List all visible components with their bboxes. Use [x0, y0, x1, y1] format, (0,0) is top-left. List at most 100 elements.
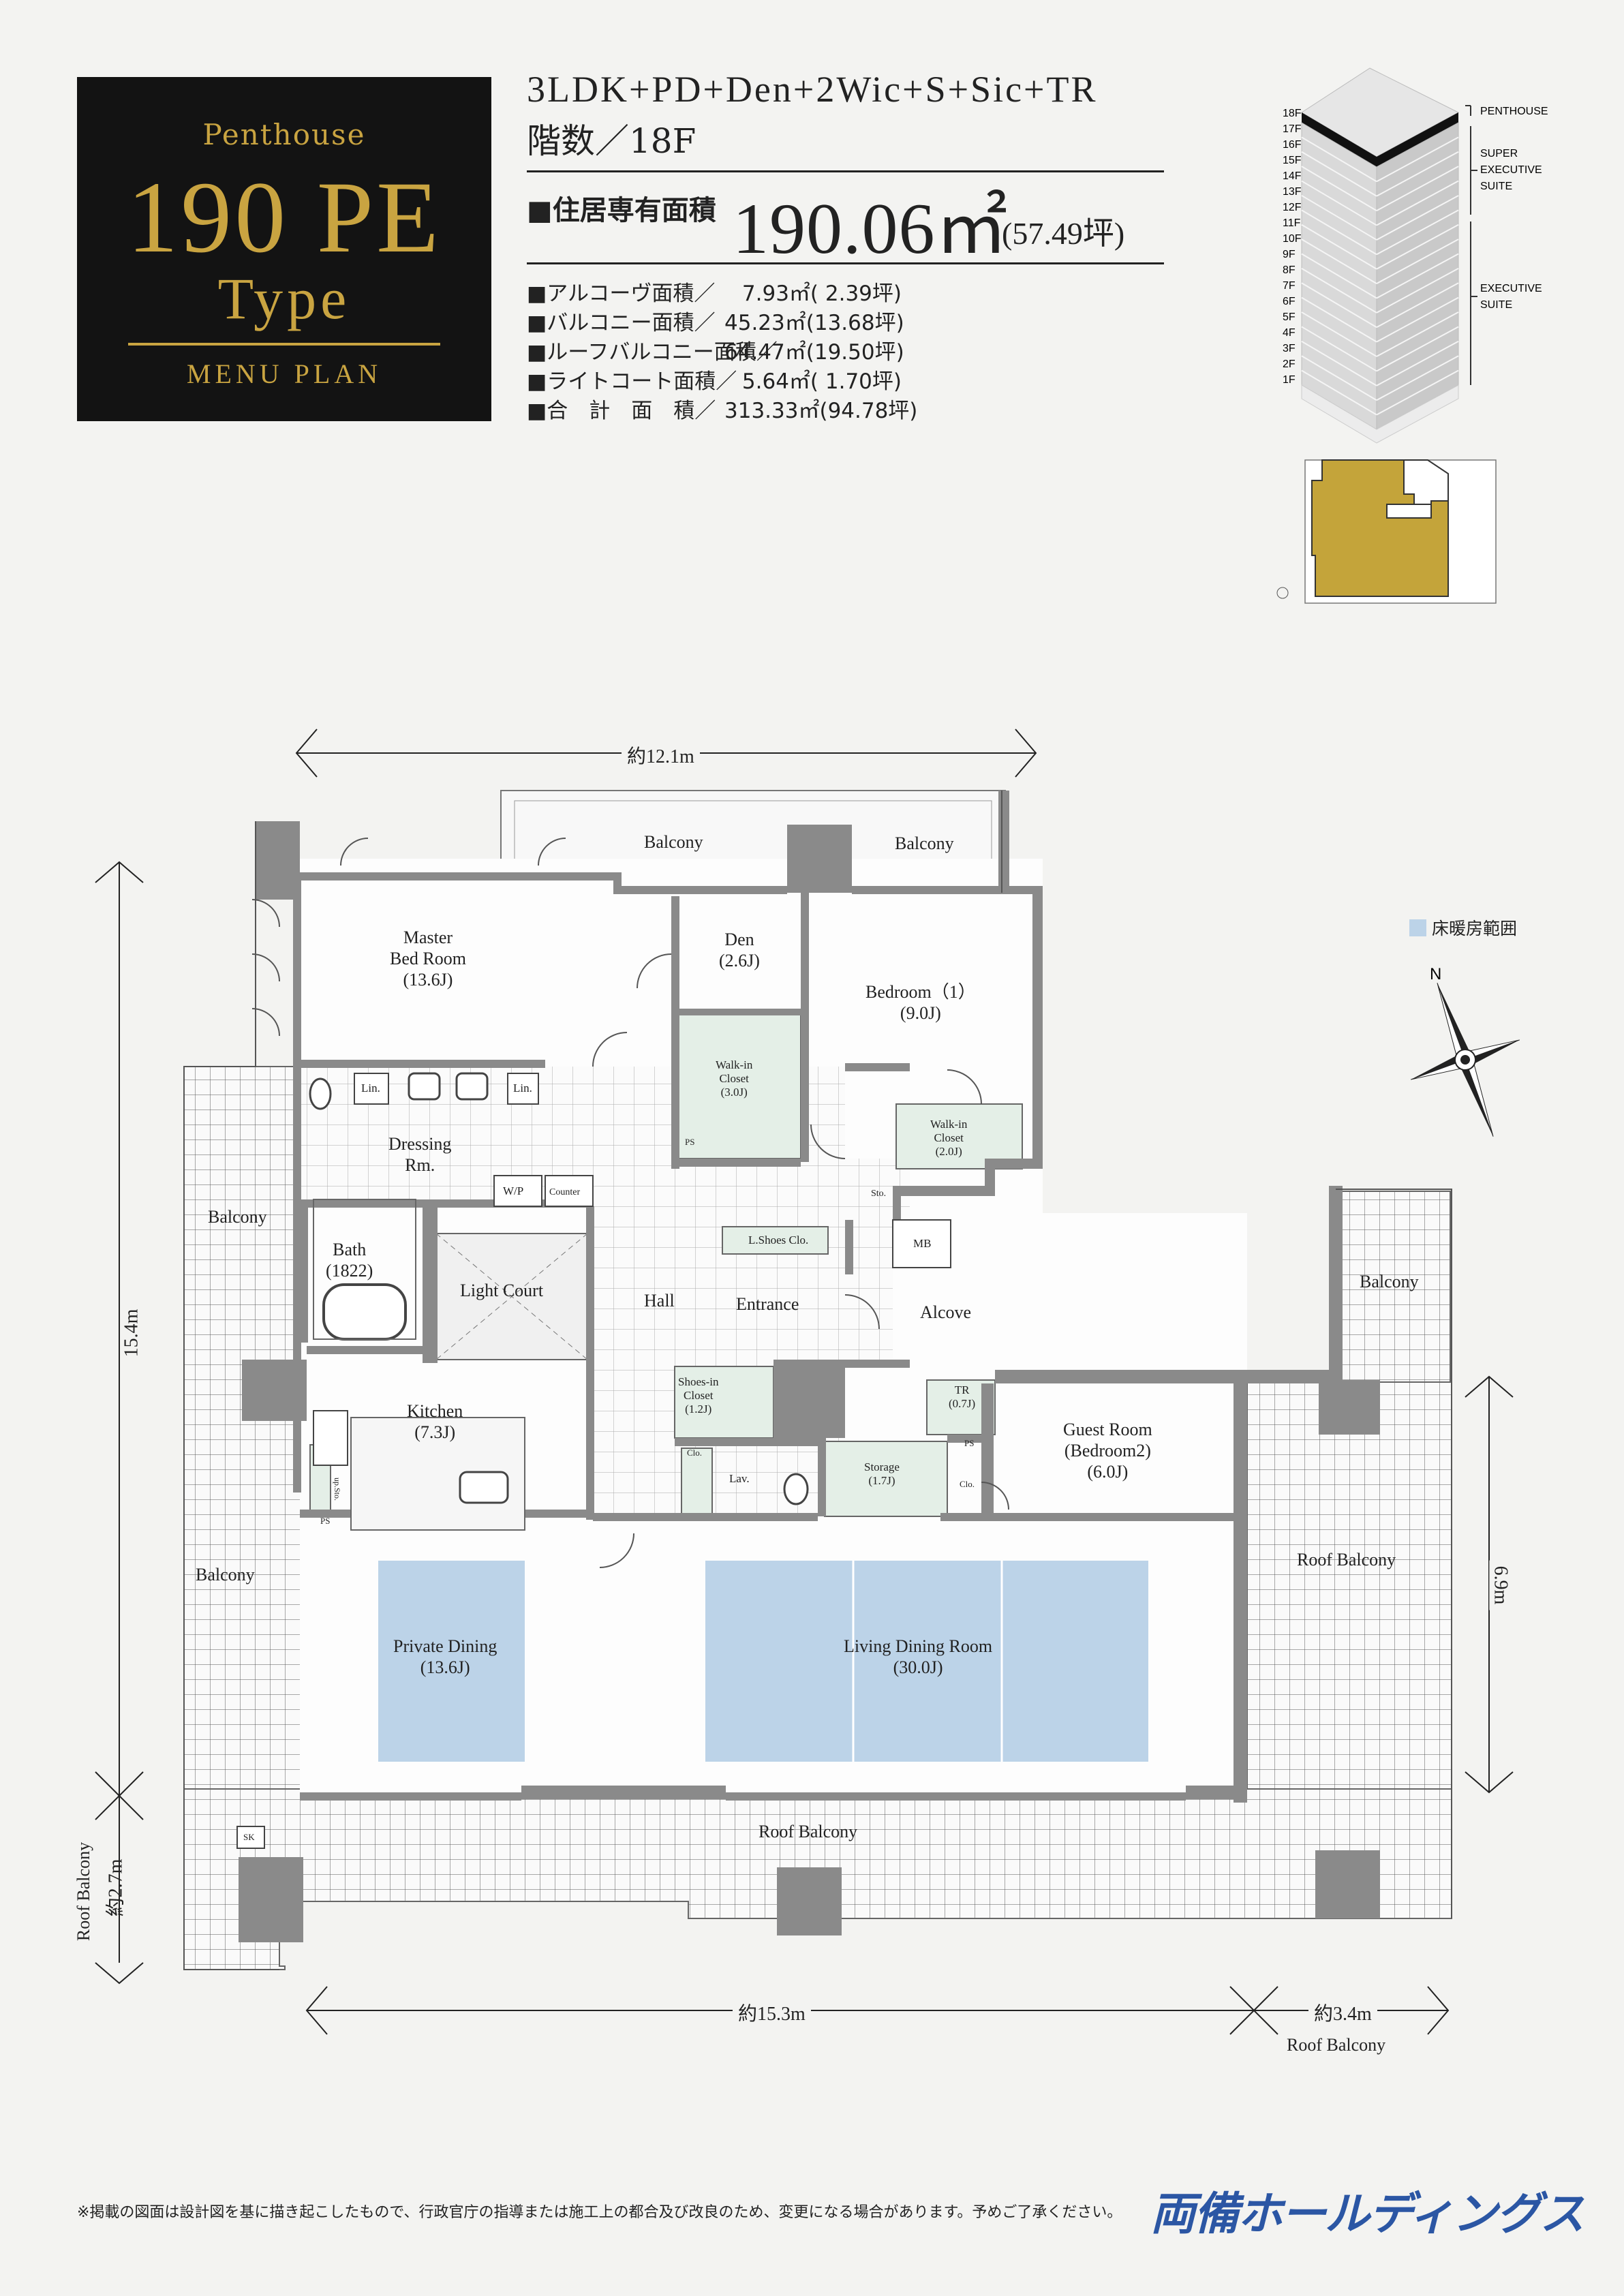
room-master-bed: Master Bed Room (13.6J) — [390, 928, 466, 990]
floor-line — [1376, 136, 1459, 183]
room-dressing: Dressing Rm. — [388, 1134, 452, 1175]
svg-text:1F: 1F — [1283, 374, 1296, 386]
bathtub-icon — [322, 1283, 407, 1341]
floor-line — [1301, 369, 1377, 416]
floor-line — [1376, 253, 1459, 299]
floor-line — [1301, 224, 1377, 270]
sk-box — [236, 1826, 265, 1849]
floor-line — [1376, 180, 1459, 226]
room-kitchen: Kitchen (7.3J) — [407, 1401, 463, 1442]
svg-text:18F: 18F — [1283, 108, 1302, 119]
room-storage: Storage (1.7J) — [864, 1460, 900, 1487]
label-balcony-top-2: Balcony — [895, 833, 954, 853]
roof-balcony-right — [1246, 1379, 1452, 1790]
floor-line — [1301, 166, 1377, 212]
label-balcony-right-top: Balcony — [1360, 1272, 1419, 1291]
label-closet: Clo. — [960, 1479, 975, 1489]
svg-text:11F: 11F — [1283, 217, 1301, 229]
dim-top: 約12.1m — [622, 741, 700, 769]
legend-swatch — [1409, 919, 1426, 936]
floor-line — [1301, 253, 1377, 299]
floor-line — [1301, 355, 1377, 401]
floor-line — [1301, 180, 1377, 226]
label-up-storage: up.Sto. — [333, 1477, 343, 1501]
floor-labels: 18F 17F 16F 15F 14F 13F 12F 11F 10F 9F 8… — [1283, 108, 1302, 386]
floor-heating-legend: 床暖房範囲 — [1409, 915, 1517, 940]
shoes-in-closet — [674, 1366, 774, 1439]
type-code: 190 PE — [127, 161, 442, 274]
floor-line — [1301, 136, 1377, 183]
sink-icon — [455, 1072, 489, 1101]
floor-line — [1376, 195, 1459, 241]
balcony-left — [183, 1066, 304, 1790]
svg-text:16F: 16F — [1283, 139, 1302, 151]
floor-heating-private-dining — [378, 1561, 525, 1762]
linen-closet — [507, 1073, 539, 1105]
compass-north-label: N — [1430, 965, 1441, 983]
svg-text:8F: 8F — [1283, 264, 1296, 276]
walk-in-closet-2 — [895, 1103, 1023, 1169]
label-roof-balcony-left: Roof Balcony — [74, 1841, 94, 1942]
floor-line — [1376, 209, 1459, 256]
svg-text:5F: 5F — [1283, 311, 1296, 323]
walls — [239, 791, 1380, 1942]
room-living-dining: Living Dining Room (30.0J) — [844, 1636, 993, 1677]
floor-line — [1301, 239, 1377, 284]
penthouse-band-right — [1377, 112, 1458, 167]
label-roof-balcony-right: Roof Balcony — [1297, 1550, 1396, 1570]
label-closet: Clo. — [687, 1448, 703, 1458]
floor-lines — [1301, 136, 1459, 416]
stove-icon — [313, 1410, 348, 1466]
floor-line — [1376, 268, 1459, 313]
floor-line — [1376, 369, 1459, 416]
room-walk-in-closet-2: Walk-in Closet (2.0J) — [930, 1118, 968, 1158]
label-counter: Counter — [549, 1187, 581, 1197]
room-den: Den (2.6J) — [719, 930, 760, 970]
type-box: Penthouse 190 PE Type MENU PLAN — [77, 77, 491, 421]
sub-area-row: ■ルーフバルコニー面積／64.47㎡(19.50坪) — [527, 340, 904, 365]
floor-line — [1376, 282, 1459, 328]
label-washer-pan: W/P — [503, 1184, 524, 1197]
sub-area-row: ■バルコニー面積／45.23㎡(13.68坪) — [527, 311, 904, 335]
floor-line — [1301, 311, 1377, 357]
plan-code: 3LDK+PD+Den+2Wic+S+Sic+TR — [527, 69, 1098, 110]
room-guest: Guest Room (Bedroom2) (6.0J) — [1063, 1420, 1152, 1482]
label-linen: Lin. — [513, 1082, 532, 1095]
dim-bottom: 約15.3m — [733, 1999, 811, 2026]
building-base — [1301, 384, 1459, 444]
sub-area-list: ■アルコーヴ面積／7.93㎡( 2.39坪) ■バルコニー面積／45.23㎡(1… — [527, 279, 917, 426]
label-linen: Lin. — [361, 1082, 380, 1095]
area-tsubo: (57.49坪) — [1002, 216, 1125, 251]
floor-line — [1301, 340, 1377, 386]
floor-line — [1301, 296, 1377, 343]
balcony-right-top — [1340, 1191, 1451, 1383]
area-value: 190.06㎡ — [733, 189, 1009, 269]
sub-area-row: ■アルコーヴ面積／7.93㎡( 2.39坪) — [527, 281, 902, 306]
svg-text:2F: 2F — [1283, 358, 1296, 370]
label-balcony-top-1: Balcony — [644, 832, 703, 852]
dim-left-small: 約2.7m — [105, 1858, 127, 1917]
floor-line — [1301, 209, 1377, 256]
floor-line — [1301, 195, 1377, 241]
compass-icon: N — [1410, 965, 1520, 1137]
room-walk-in-closet-1: Walk-in Closet (3.0J) — [716, 1058, 753, 1099]
sub-area-row: ■ライトコート面積／5.64㎡( 1.70坪) — [527, 369, 902, 394]
sink-icon — [459, 1471, 509, 1504]
label-meter-box: MB — [913, 1237, 932, 1250]
label-ps: PS — [685, 1137, 695, 1147]
sink-icon — [408, 1072, 441, 1101]
room-light-court: Light Court — [460, 1281, 544, 1300]
building-diagram: 18F 17F 16F 15F 14F 13F 12F 11F 10F 9F 8… — [1276, 67, 1548, 604]
zone-penthouse: PENTHOUSE — [1480, 106, 1548, 117]
svg-text:6F: 6F — [1283, 296, 1296, 307]
dim-left: 15.4m — [121, 1303, 143, 1363]
svg-text:12F: 12F — [1283, 202, 1302, 213]
svg-text:3F: 3F — [1283, 343, 1296, 354]
menu-plan-label: MENU PLAN — [186, 358, 382, 389]
svg-text:17F: 17F — [1283, 123, 1302, 135]
room-hall: Hall — [644, 1291, 675, 1311]
dressing-floor — [300, 1067, 593, 1199]
walk-in-closet-1 — [674, 1011, 801, 1159]
